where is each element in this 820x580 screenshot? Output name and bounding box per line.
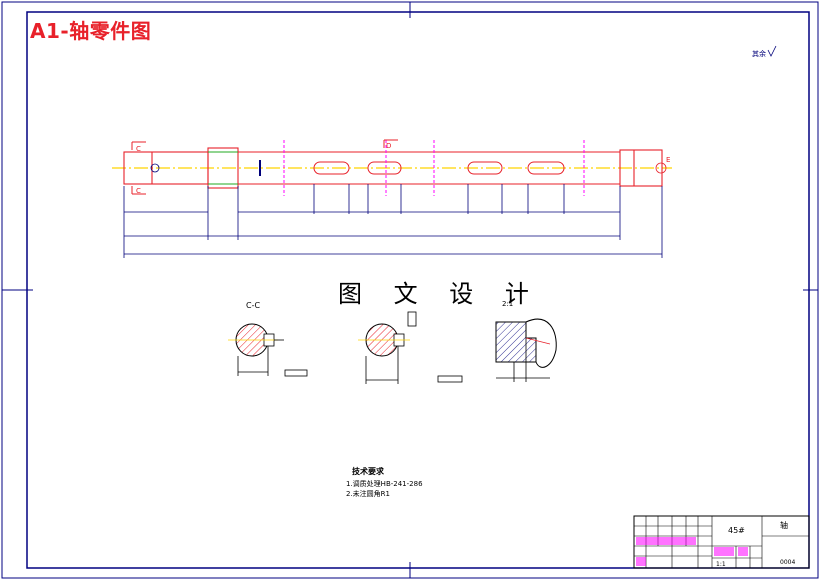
tech-req-line-2: 2.未注圆角R1 — [346, 489, 390, 498]
title-block: 45# 轴 0004 1:1 — [633, 515, 810, 569]
center-hole-right — [655, 162, 667, 174]
center-hole-left — [150, 163, 160, 173]
material-label: 45# — [728, 526, 745, 535]
section-c-label-top: C — [136, 145, 141, 153]
shaft-outline — [123, 147, 663, 189]
section-d-label: D — [386, 142, 391, 150]
shaft-main-view: C C D E — [112, 139, 672, 258]
detail-e-cone — [525, 337, 551, 345]
detail-e-label: E — [666, 156, 670, 164]
section-c-marks — [131, 141, 146, 195]
keyway-slots — [313, 161, 565, 175]
title-block-frame — [633, 515, 810, 569]
part-name: 轴 — [780, 520, 788, 530]
detail-e-boundary — [525, 318, 557, 368]
dimension-lines — [123, 184, 663, 258]
drawing-number: 0004 — [780, 559, 795, 566]
section-cc-dims — [228, 339, 308, 377]
section-c-label-bottom: C — [136, 187, 141, 195]
watermark-text: 图 文 设 计 — [338, 280, 541, 308]
detail-e-dims — [496, 338, 550, 382]
tech-requirements: 技术要求 1.调质处理HB-241-286 2.未注圆角R1 — [346, 466, 423, 498]
section-d-marks — [383, 139, 398, 148]
shaft-step-lines — [208, 151, 238, 185]
tech-req-line-1: 1.调质处理HB-241-286 — [346, 479, 423, 488]
section-dd-dims — [358, 311, 463, 384]
drawing-scale: 1:1 — [716, 561, 726, 568]
roughness-note: 其余 — [752, 49, 766, 58]
tech-req-heading: 技术要求 — [352, 466, 385, 476]
section-d-d-view — [358, 311, 463, 384]
drawing-title: A1-轴零件图 — [30, 19, 152, 43]
detail-e-view: 2:1 — [495, 300, 557, 382]
section-markers — [283, 140, 585, 196]
detail-e-hatched-body — [495, 321, 537, 363]
roughness-symbol — [767, 45, 777, 57]
title-block-magenta-cells — [636, 537, 748, 566]
section-c-c-view: C-C — [228, 301, 308, 377]
detail-scale-label: 2:1 — [502, 300, 513, 308]
section-cc-label: C-C — [246, 301, 260, 310]
